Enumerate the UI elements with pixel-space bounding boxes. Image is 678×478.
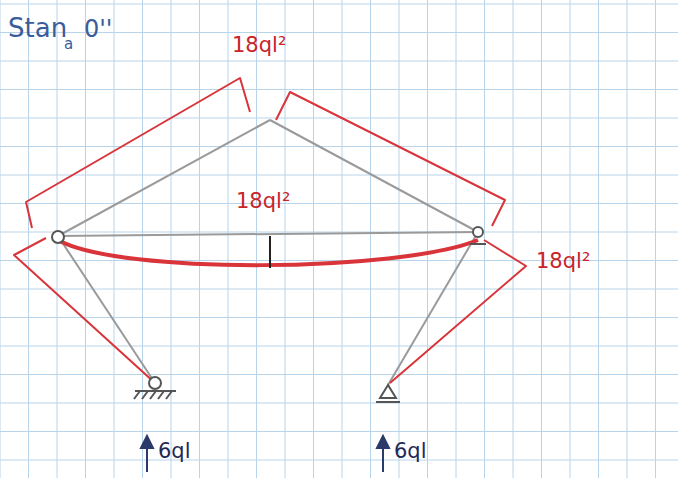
reaction-value: 6ql <box>158 440 191 463</box>
ordinate-mark <box>269 236 271 268</box>
grid-line <box>0 4 678 5</box>
moment-diagram <box>14 78 526 383</box>
grid-line <box>0 0 1 478</box>
grid-line <box>0 431 678 432</box>
grid-line <box>0 146 678 147</box>
frame-members <box>58 120 478 385</box>
grid-line <box>0 374 678 375</box>
grid-line <box>256 0 257 478</box>
grid-line <box>0 203 678 204</box>
grid-line <box>655 0 656 478</box>
reaction-value: 6ql <box>394 440 427 463</box>
grid-line <box>342 0 343 478</box>
moment-value: 18ql² <box>236 190 290 213</box>
state-title: Stan <box>8 14 67 43</box>
state-number: 0'' <box>84 16 112 42</box>
grid-line <box>142 0 143 478</box>
grid-line <box>598 0 599 478</box>
grid-line <box>399 0 400 478</box>
state-subscript: a <box>64 36 73 53</box>
grid-line <box>370 0 371 478</box>
grid-line <box>627 0 628 478</box>
grid-line <box>541 0 542 478</box>
grid-line <box>199 0 200 478</box>
grid-line <box>28 0 29 478</box>
grid-line <box>427 0 428 478</box>
grid-line <box>0 175 678 176</box>
grid-line <box>0 289 678 290</box>
grid-line <box>171 0 172 478</box>
grid-line <box>85 0 86 478</box>
supports <box>52 227 486 402</box>
grid-line <box>0 61 678 62</box>
reaction-arrows <box>141 436 389 472</box>
grid-line <box>313 0 314 478</box>
grid-line <box>484 0 485 478</box>
moment-value: 18ql² <box>232 34 286 57</box>
grid-line <box>456 0 457 478</box>
grid-line <box>513 0 514 478</box>
grid-line <box>228 0 229 478</box>
grid-line <box>570 0 571 478</box>
grid-line <box>0 403 678 404</box>
grid-line <box>114 0 115 478</box>
grid-line <box>285 0 286 478</box>
moment-value: 18ql² <box>536 250 590 273</box>
grid-line <box>0 460 678 461</box>
grid-line <box>0 317 678 318</box>
grid-line <box>0 346 678 347</box>
grid-line <box>0 89 678 90</box>
